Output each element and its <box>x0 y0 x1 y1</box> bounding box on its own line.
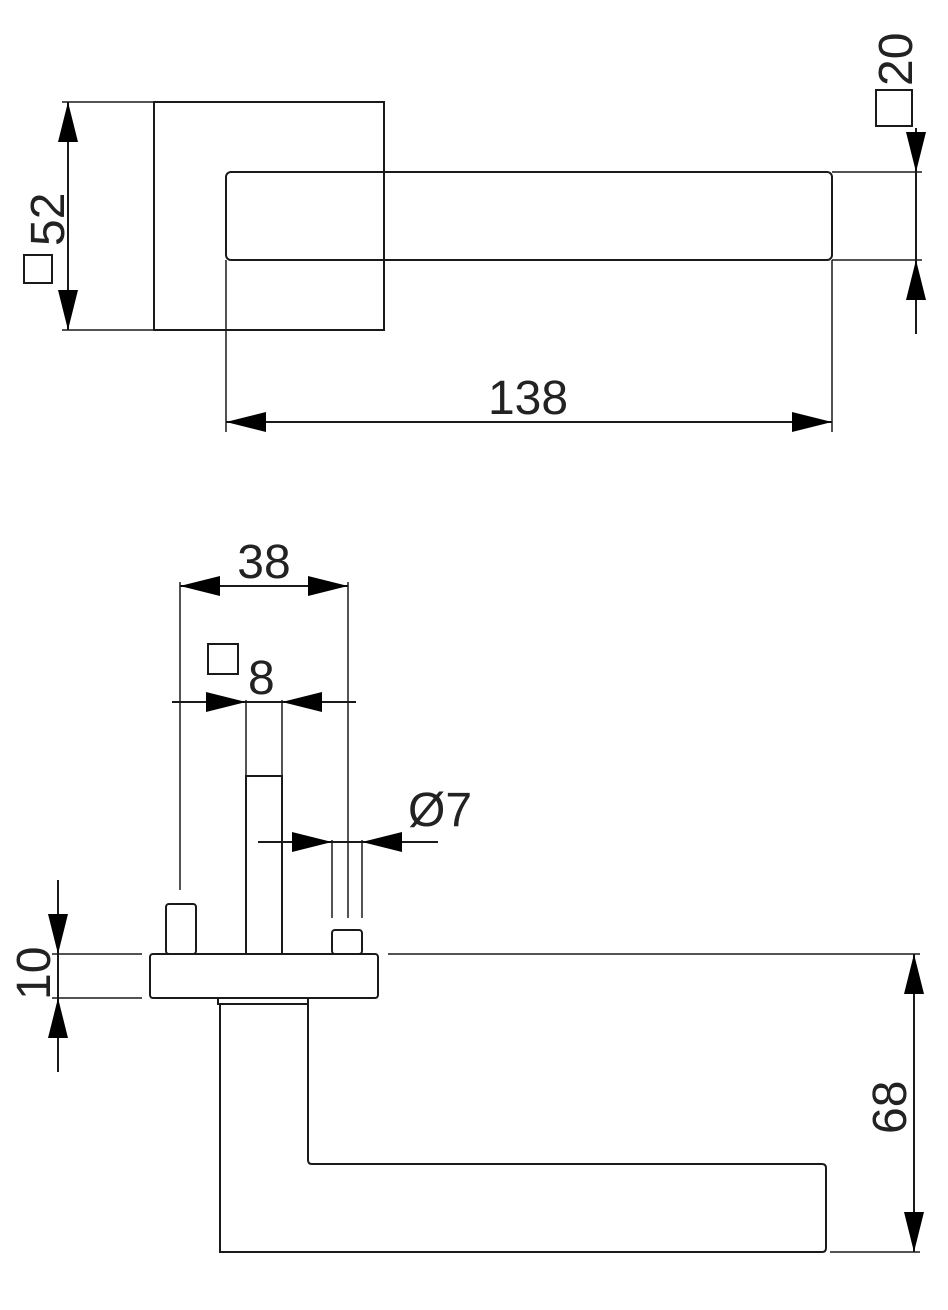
square-symbol-icon <box>207 643 239 675</box>
square-symbol-icon <box>875 89 913 127</box>
dim-52-arrow-bottom <box>58 290 78 330</box>
top-rose-outline <box>153 101 385 331</box>
top-view: 52 20 138 <box>22 33 926 432</box>
spindle <box>245 775 283 955</box>
dim-rose-height-label: 10 <box>8 947 61 1000</box>
square-symbol-icon <box>23 254 53 284</box>
dim-lever-projection-label: 68 <box>864 1081 917 1134</box>
dim-20-arrow-top <box>906 132 926 172</box>
dim-fixing-span-label: 38 <box>237 536 290 589</box>
top-lever-outline <box>225 171 833 261</box>
dim-pin-diameter-label: Ø7 <box>408 784 472 837</box>
side-view: 38 8 Ø7 10 68 <box>8 536 924 1253</box>
dim-7-arrow-right <box>362 832 402 852</box>
dim-68-arrow-bottom <box>904 1212 924 1252</box>
lever-collar <box>217 997 309 1005</box>
dim-10-arrow-top <box>48 914 68 954</box>
dim-10-arrow-bottom <box>48 998 68 1038</box>
dim-8-arrow-left <box>206 692 246 712</box>
dim-20-arrow-bottom <box>906 260 926 300</box>
dim-38-arrow-left <box>180 576 220 596</box>
left-fixing-pin <box>165 903 197 955</box>
dim-138-arrow-left <box>226 412 266 432</box>
dim-lever-width-label: 20 <box>870 33 923 86</box>
dim-8-arrow-right <box>282 692 322 712</box>
dim-68-arrow-top <box>904 954 924 994</box>
dim-lever-length-label: 138 <box>488 372 568 425</box>
dim-spindle-square-label: 8 <box>248 652 275 705</box>
dim-7-arrow-left <box>292 832 332 852</box>
side-rose-plate <box>149 953 379 999</box>
dim-52-arrow-top <box>58 102 78 142</box>
dim-38-arrow-right <box>308 576 348 596</box>
dim-rose-size-label: 52 <box>22 193 75 246</box>
side-lever-outline <box>219 1004 827 1253</box>
right-fixing-pin <box>331 929 363 955</box>
dim-138-arrow-right <box>792 412 832 432</box>
